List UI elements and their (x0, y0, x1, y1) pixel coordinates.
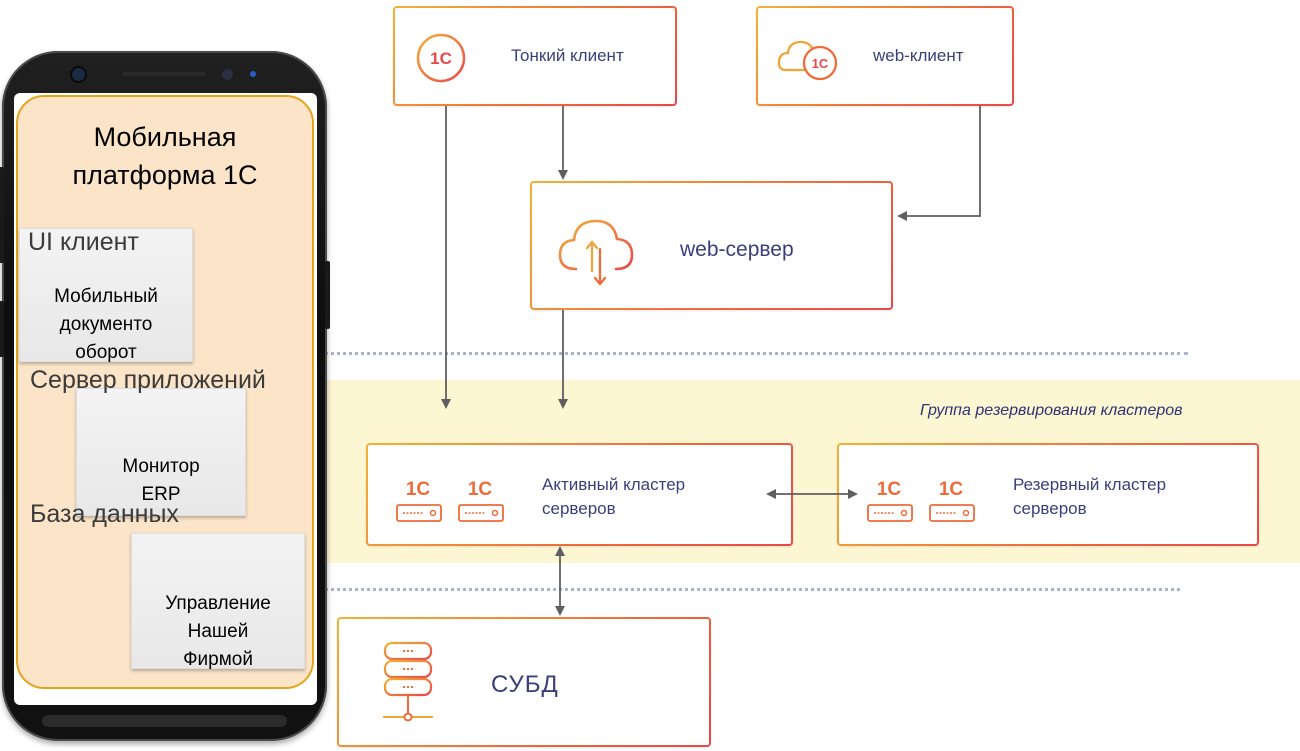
active-cluster-box[interactable]: 1С 1С Активный кластер серверов (366, 443, 793, 546)
dbms-box[interactable]: СУБД (337, 617, 711, 747)
sensor-icon (222, 69, 233, 80)
app-card-unf[interactable]: Управление Нашей Фирмой (131, 533, 305, 670)
web-client-label: web-клиент (873, 46, 964, 65)
thin-client-box[interactable]: 1С Тонкий клиент (393, 6, 677, 106)
mobile-platform-title: Мобильная платформа 1С (72, 122, 258, 190)
svg-text:1С: 1С (939, 479, 964, 500)
volume-button (0, 167, 4, 263)
tier-separator-bottom (318, 588, 1180, 591)
arrow-web-client-to-web-server (897, 106, 981, 221)
cloud-onec-icon: 1С (776, 30, 840, 84)
phone-bottom-edge (42, 715, 287, 727)
server-onec-icon: 1С (927, 475, 979, 525)
reserve-cluster-label: Резервный кластер серверов (1013, 475, 1167, 518)
indicator-light (250, 71, 256, 77)
server-onec-icon: 1С (456, 475, 508, 525)
bixby-button (0, 301, 4, 357)
reserve-cluster-box[interactable]: 1С 1С Резервный кластер серверов (837, 443, 1259, 546)
app-card-erp-monitor[interactable]: Монитор ERP (76, 388, 246, 516)
web-client-box[interactable]: 1С web-клиент (756, 6, 1014, 106)
cluster-group-title: Группа резервирования кластеров (920, 402, 1183, 419)
server-onec-icon: 1С (865, 475, 917, 525)
power-button (325, 261, 330, 329)
app-card-label: Монитор ERP (122, 456, 200, 505)
server-onec-icon: 1С (394, 475, 446, 525)
svg-text:1С: 1С (812, 56, 829, 71)
web-server-label: web-сервер (680, 238, 794, 261)
onec-logo-icon: 1С (415, 32, 467, 84)
svg-text:1С: 1С (877, 479, 902, 500)
dbms-label: СУБД (491, 671, 559, 698)
web-server-box[interactable]: web-сервер (530, 181, 893, 310)
database-icon (379, 639, 437, 729)
app-card-mobile-docflow[interactable]: Мобильный документо оборот (19, 228, 193, 363)
active-cluster-label: Активный кластер серверов (542, 475, 686, 518)
app-server-label: Сервер приложений (30, 366, 266, 394)
svg-text:1С: 1С (430, 49, 452, 68)
app-card-label: Управление Нашей Фирмой (165, 593, 271, 670)
tier-separator-top (318, 352, 1188, 355)
ui-client-label: UI клиент (28, 228, 139, 256)
svg-text:1С: 1С (406, 479, 431, 500)
thin-client-label: Тонкий клиент (511, 46, 624, 65)
speaker-grille (122, 72, 206, 76)
camera-icon (72, 68, 85, 81)
svg-text:1С: 1С (468, 479, 493, 500)
cloud-sync-icon (556, 209, 636, 287)
app-card-label: Мобильный документо оборот (54, 286, 158, 363)
database-label: База данных (30, 500, 179, 528)
